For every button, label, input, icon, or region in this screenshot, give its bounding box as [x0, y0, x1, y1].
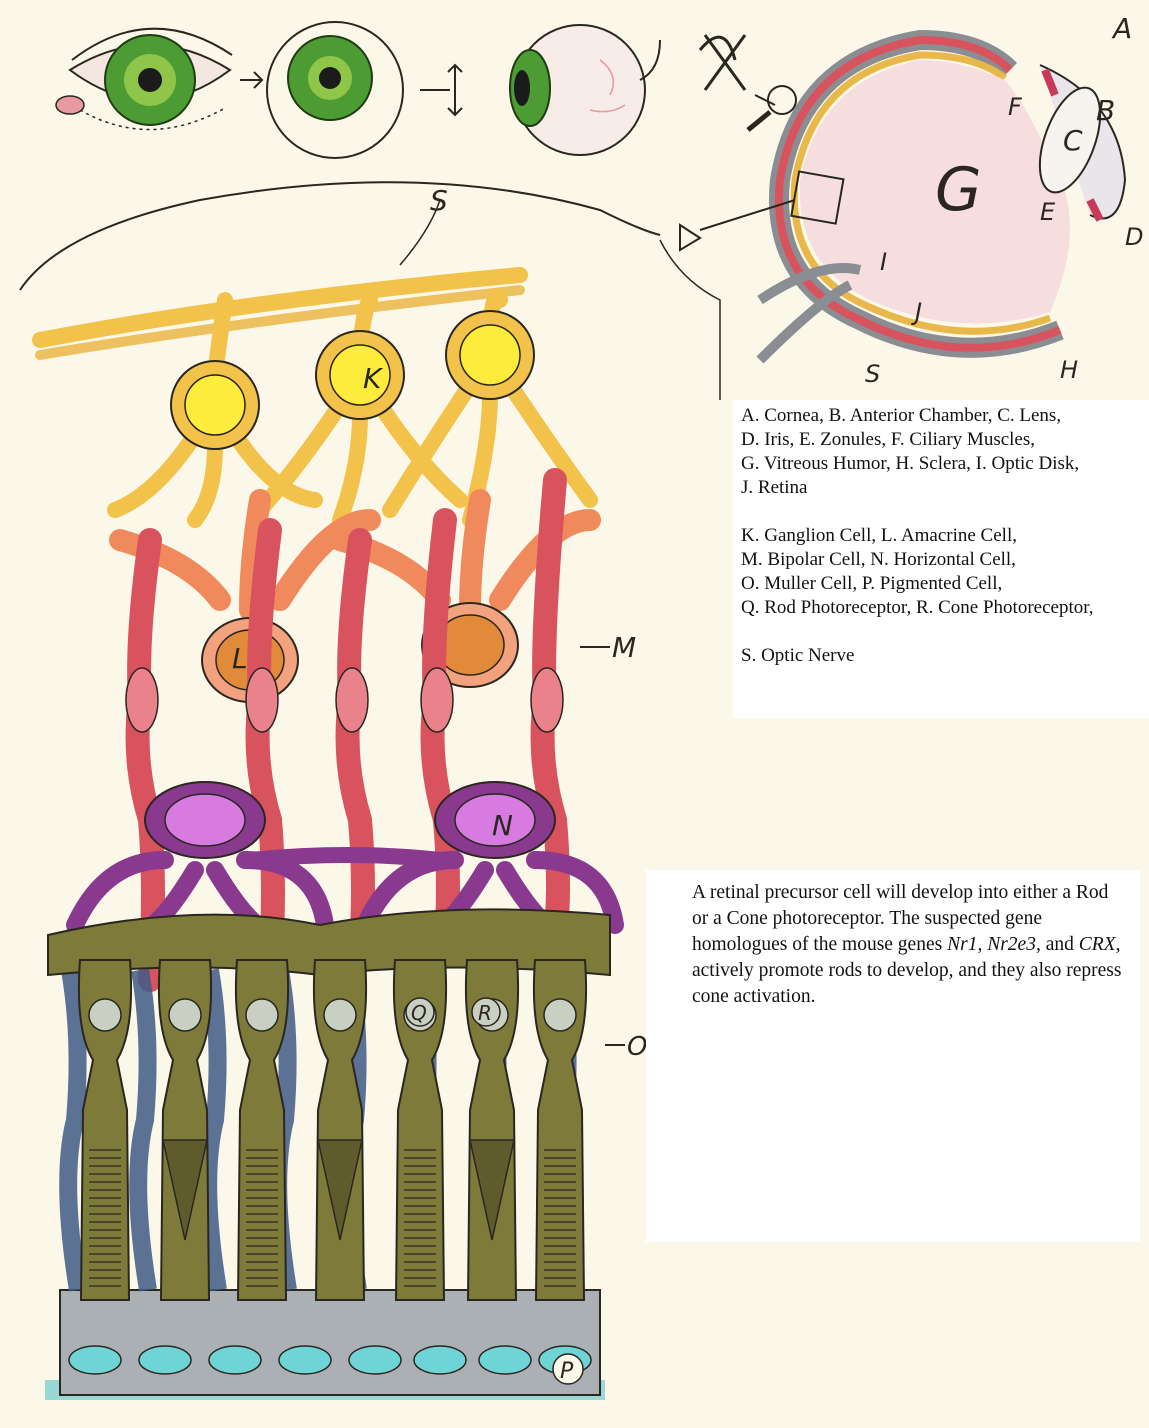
label-m: M [612, 631, 636, 664]
pigment-nucleus [414, 1346, 466, 1374]
bipolar-cell [246, 530, 278, 970]
eyeball-side-view [510, 25, 660, 155]
pigment-nucleus [69, 1346, 121, 1374]
bipolar-nucleus [531, 668, 563, 732]
label-k: K [363, 362, 384, 395]
legend-eye-line: D. Iris, E. Zonules, F. Ciliary Muscles, [741, 428, 1149, 452]
legend-cell-line: M. Bipolar Cell, N. Horizontal Cell, [741, 548, 1149, 572]
legend-eye-line: A. Cornea, B. Anterior Chamber, C. Lens, [741, 404, 1149, 428]
label-d: D [1125, 223, 1143, 251]
legend-cell-line: O. Muller Cell, P. Pigmented Cell, [741, 572, 1149, 596]
bipolar-nucleus [336, 668, 368, 732]
bipolar-nucleus [421, 668, 453, 732]
label-c: C [1063, 124, 1083, 157]
legend-cell-line: K. Ganglion Cell, L. Amacrine Cell, [741, 524, 1149, 548]
rod-photoreceptor [534, 960, 586, 1300]
rod-photoreceptor [79, 960, 131, 1300]
legend-nerve-line: S. Optic Nerve [741, 644, 1149, 668]
section-symbol [700, 35, 796, 130]
ganglion-nucleus [185, 375, 245, 435]
label-f: F [1008, 93, 1023, 121]
pigment-nucleus [209, 1346, 261, 1374]
label-i: I [880, 248, 887, 276]
gene-text-3: and [1041, 934, 1079, 955]
bipolar-nucleus [126, 668, 158, 732]
bipolar-cells [126, 480, 563, 980]
pigment-nucleus [279, 1346, 331, 1374]
pigment-nucleus [349, 1346, 401, 1374]
muller-cell [68, 970, 78, 1290]
label-a: A [1111, 12, 1132, 45]
gene-nr2e3: Nr2e3, [987, 934, 1041, 955]
label-g: G [935, 155, 982, 225]
legend-cell-line: Q. Rod Photoreceptor, R. Cone Photorecep… [741, 596, 1149, 620]
eye-front-view [56, 29, 262, 130]
bipolar-nucleus [246, 668, 278, 732]
bipolar-cell [336, 540, 368, 960]
label-q: Q [411, 1001, 427, 1025]
bipolar-process [258, 530, 273, 970]
legend-box: A. Cornea, B. Anterior Chamber, C. Lens,… [733, 400, 1149, 718]
legend-eye-line: J. Retina [741, 476, 1149, 500]
photoreceptor-nucleus [169, 999, 201, 1031]
label-p: P [560, 1359, 574, 1384]
label-b: B [1096, 94, 1115, 127]
label-l: L [232, 642, 248, 675]
label-h: H [1060, 356, 1078, 384]
rod-photoreceptor [236, 960, 288, 1300]
horizontal-connection [250, 855, 440, 860]
photoreceptor-nucleus [544, 999, 576, 1031]
label-s-eye: S [865, 360, 880, 388]
muller-cell [138, 970, 148, 1290]
gene-description-box: A retinal precursor cell will develop in… [646, 870, 1140, 1242]
optic-nerve-fibers [40, 200, 520, 355]
ganglion-nucleus [460, 325, 520, 385]
cone-photoreceptor [314, 960, 366, 1300]
eyeball-front-view [267, 22, 462, 158]
bipolar-process [138, 540, 153, 980]
photoreceptor-layer [45, 909, 610, 1400]
pigment-nucleus [479, 1346, 531, 1374]
bipolar-process [433, 520, 448, 950]
pigment-layer [60, 1290, 600, 1395]
pigment-nucleus [139, 1346, 191, 1374]
label-e: E [1040, 198, 1056, 226]
label-n: N [492, 809, 513, 842]
eye-cross-section [680, 40, 1125, 360]
cone-photoreceptor [159, 960, 211, 1300]
horizontal-nucleus [165, 794, 245, 846]
gene-nr1: Nr1, [947, 934, 982, 955]
legend-eye-line: G. Vitreous Humor, H. Sclera, I. Optic D… [741, 452, 1149, 476]
photoreceptor-nucleus [89, 999, 121, 1031]
gene-crx: CRX [1079, 934, 1116, 955]
label-o: O [627, 1032, 647, 1062]
photoreceptor-nucleus [324, 999, 356, 1031]
label-s: S [430, 184, 448, 217]
bipolar-process [348, 540, 363, 960]
photoreceptor-nucleus [246, 999, 278, 1031]
label-r: R [478, 1001, 492, 1025]
